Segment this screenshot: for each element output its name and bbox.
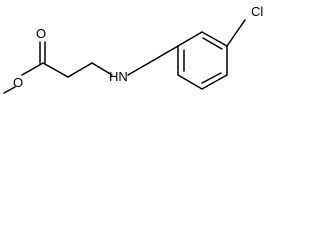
- ester-oxygen-label: O: [13, 75, 23, 90]
- ring-bond-4: [201, 74, 228, 90]
- chain-bond-1: [42, 62, 69, 78]
- ester-o-bond: [21, 62, 44, 76]
- benzyl-bond: [153, 45, 179, 61]
- amine-label: HN: [109, 69, 128, 84]
- carbonyl-oxygen-label: O: [36, 26, 46, 41]
- chain-bond-4: [127, 59, 155, 76]
- ring-inner-bond-2: [201, 72, 222, 84]
- ring-bond-5: [177, 74, 203, 90]
- chain-bond-2: [67, 62, 93, 78]
- chlorine-label: Cl: [251, 4, 263, 19]
- methyl-bond: [3, 86, 16, 94]
- chain-bond-3: [91, 62, 113, 76]
- ring-bond-2: [201, 31, 228, 47]
- chemical-structure: O O HN Cl: [3, 4, 263, 94]
- ring-bond-1: [177, 31, 203, 47]
- chlorine-bond: [226, 19, 246, 47]
- ring-inner-bond-1: [202, 37, 223, 50]
